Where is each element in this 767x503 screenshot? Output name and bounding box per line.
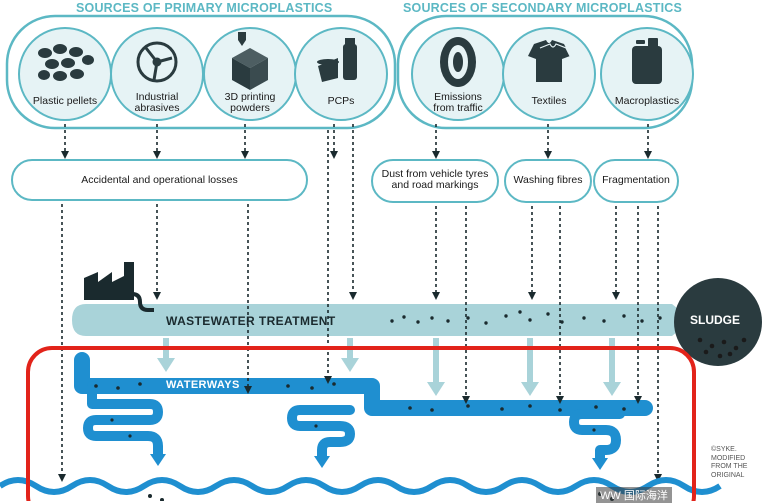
3d-printer-icon [232, 32, 268, 90]
credit-text: ©SYKE. MODIFIED FROM THE ORIGINAL [711, 446, 748, 479]
losses-pill [11, 159, 308, 201]
sea-wave [0, 477, 722, 495]
tyre-icon [440, 37, 476, 87]
source-label-pcps: PCPs [327, 95, 355, 107]
source-label-3d-printing-powders: 3D printing powders [224, 91, 276, 114]
wastewater-label: WASTEWATER TREATMENT [166, 314, 336, 328]
source-label-macroplastics: Macroplastics [614, 95, 680, 107]
washing-pill [504, 159, 592, 203]
source-label-plastic-pellets: Plastic pellets [32, 95, 98, 107]
factory-icon [84, 262, 134, 300]
tshirt-icon [528, 40, 572, 82]
source-label-emissions-from-traffic: Emissions from traffic [433, 91, 483, 114]
waterways-arrowheads [150, 454, 608, 470]
factory-discharge [131, 292, 154, 312]
wastewater-particles [390, 310, 662, 325]
abrasive-disc-icon [136, 41, 178, 83]
waterways-flow [74, 352, 653, 465]
pathway-label-dust: Dust from vehicle tyres and road marking… [381, 168, 489, 191]
pellets-icon [38, 44, 94, 81]
watermark-text: WW 国际海洋 [596, 487, 672, 503]
source-label-industrial-abrasives: Industrial abrasives [134, 91, 180, 114]
fragmentation-pill [593, 159, 679, 203]
primary-sources-header: SOURCES OF PRIMARY MICROPLASTICS [76, 1, 333, 15]
sludge-circle [674, 278, 762, 366]
waterways-particles [94, 382, 626, 438]
pathway-label-washing: Washing fibres [513, 174, 583, 186]
pathway-label-fragmentation: Fragmentation [602, 174, 670, 186]
jerrycan-icon [632, 38, 662, 84]
secondary-sources-header: SOURCES OF SECONDARY MICROPLASTICS [403, 1, 683, 15]
sludge-particles [697, 337, 747, 359]
cosmetics-icon [317, 38, 357, 82]
sea-particles [148, 492, 614, 501]
dust-pill [371, 159, 499, 203]
source-label-textiles: Textiles [531, 95, 567, 107]
waterways-label: WATERWAYS [166, 379, 240, 391]
pathway-label-losses: Accidental and operational losses [81, 174, 238, 186]
sludge-label: SLUDGE [690, 313, 741, 327]
highlight-frame [26, 346, 696, 501]
wastewater-band [72, 304, 692, 336]
dotted-flow-lines [58, 124, 662, 482]
